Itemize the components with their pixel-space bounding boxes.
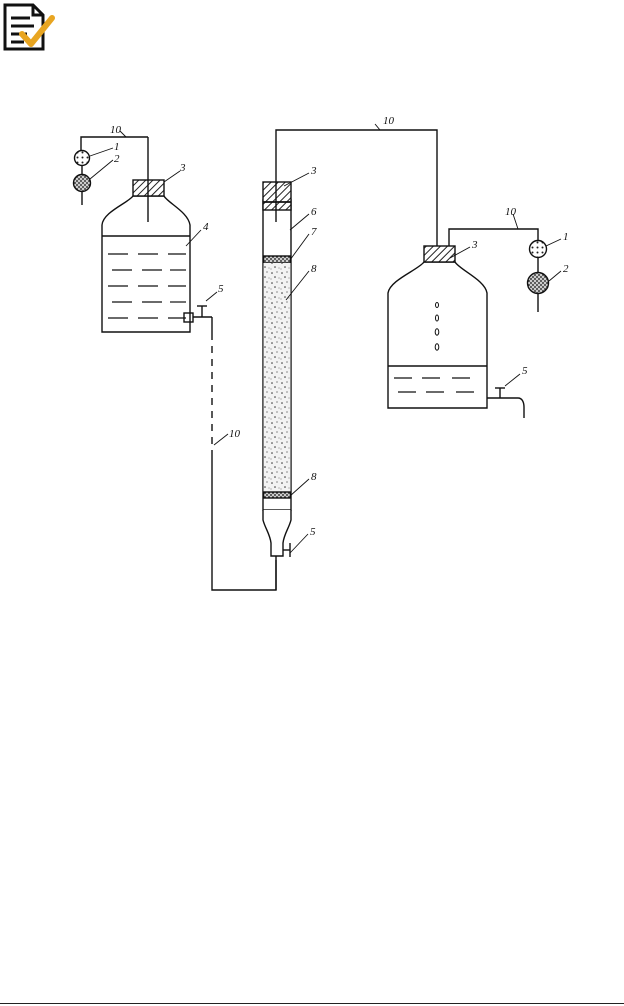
label-5-left: 5 [218,283,224,295]
label-8-bottom: 8 [311,471,317,483]
label-10-right: 10 [505,206,517,218]
label-3-column: 3 [310,165,317,177]
label-10-top: 10 [383,115,395,127]
label-3-right: 3 [471,239,478,251]
label-7: 7 [311,226,317,238]
label-5-right: 5 [522,365,528,377]
label-5-column: 5 [310,526,316,538]
label-6: 6 [311,206,317,218]
label-8-top: 8 [311,263,317,275]
left-filter-1 [73,149,91,167]
label-1-left: 1 [114,141,120,153]
column-glass-wool-top [262,255,292,264]
right-filter-1 [528,239,548,259]
column-stopper [262,181,292,211]
right-outlet-tube [487,397,525,418]
top-connecting-tube [275,129,438,300]
label-2-right: 2 [563,263,569,275]
document-check-icon [3,3,55,51]
right-filter-2 [526,271,550,295]
right-stopper [423,245,456,263]
label-3-left: 3 [179,162,186,174]
label-2-left: 2 [114,153,120,165]
left-bottle [101,195,191,333]
label-1-right: 1 [563,231,569,243]
column-resin-bed [263,263,291,492]
right-air-tube [448,228,539,246]
bottom-rule [0,1003,624,1004]
column-glass-wool-bottom [262,491,292,499]
label-4: 4 [203,221,209,233]
label-10-top-left: 10 [110,124,122,136]
drops [434,302,440,351]
label-10-mid: 10 [229,428,241,440]
left-filter-2 [72,173,92,193]
